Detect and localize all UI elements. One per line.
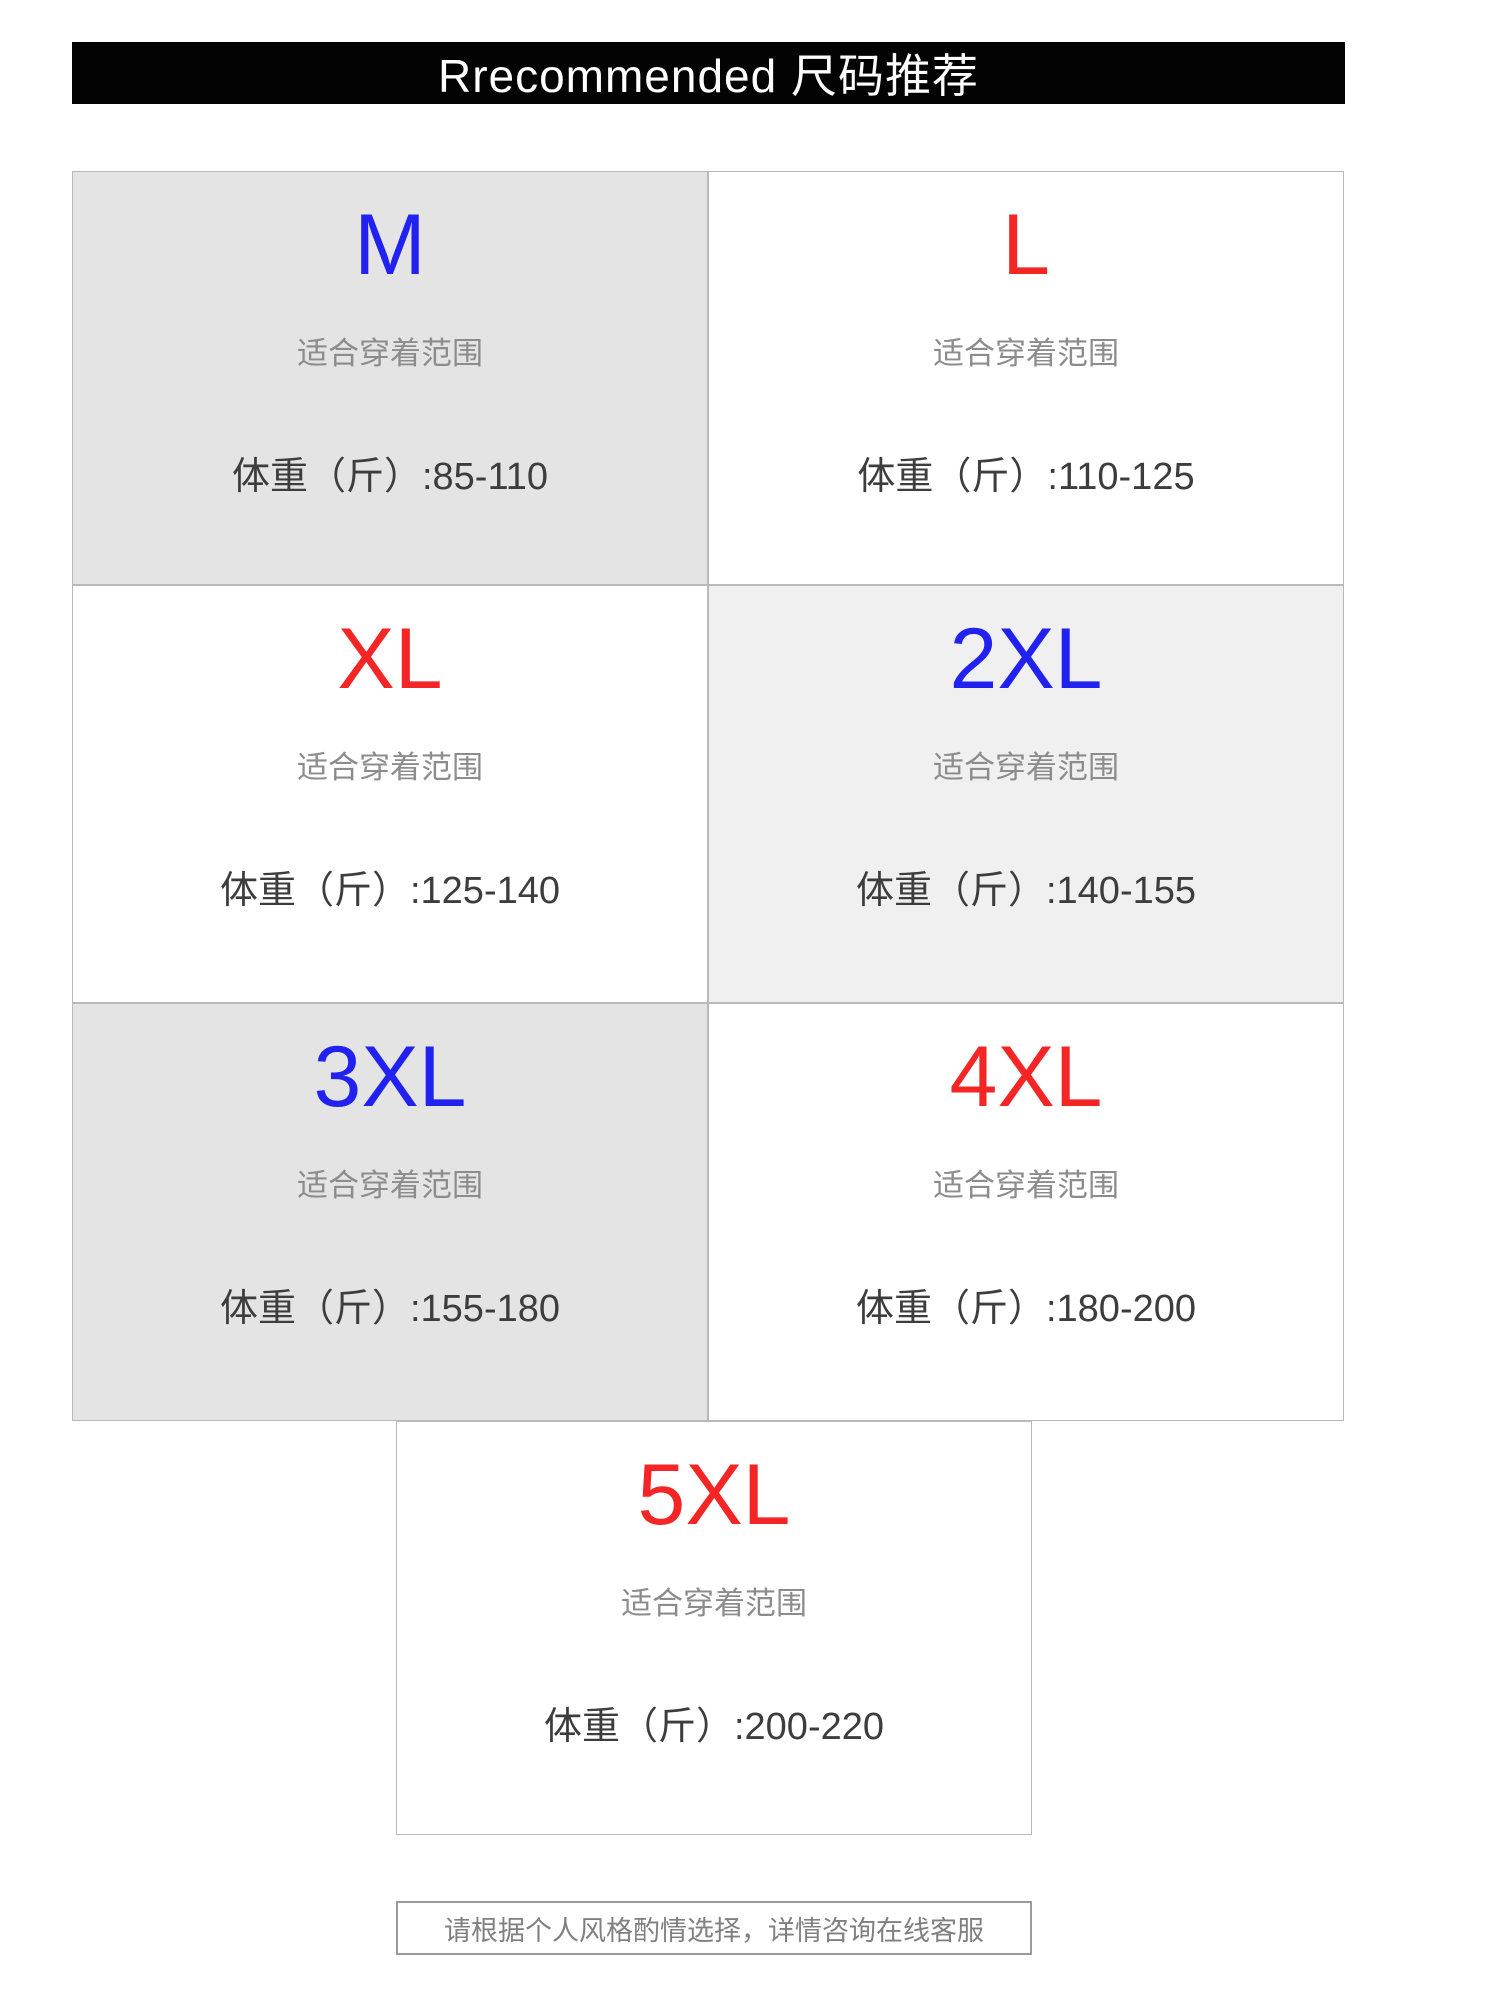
note-box: 请根据个人风格酌情选择，详情咨询在线客服 <box>396 1901 1032 1955</box>
size-grid-last-row: 5XL 适合穿着范围 体重（斤）:200-220 <box>72 1421 1344 1835</box>
size-label: 3XL <box>313 1029 467 1125</box>
fit-range-label: 适合穿着范围 <box>933 336 1119 371</box>
weight-range: 体重（斤）:125-140 <box>219 870 560 912</box>
size-grid: M 适合穿着范围 体重（斤）:85-110 L 适合穿着范围 体重（斤）:110… <box>72 171 1344 1421</box>
size-cell-4xl: 4XL 适合穿着范围 体重（斤）:180-200 <box>708 1003 1344 1421</box>
size-label: L <box>1002 197 1050 293</box>
size-label: 5XL <box>637 1447 791 1543</box>
header-bar: Rrecommended 尺码推荐 <box>72 42 1345 104</box>
size-cell-m: M 适合穿着范围 体重（斤）:85-110 <box>72 171 708 585</box>
size-cell-xl: XL 适合穿着范围 体重（斤）:125-140 <box>72 585 708 1003</box>
fit-range-label: 适合穿着范围 <box>933 750 1119 785</box>
weight-range: 体重（斤）:85-110 <box>231 456 549 498</box>
size-cell-5xl: 5XL 适合穿着范围 体重（斤）:200-220 <box>396 1421 1032 1835</box>
content-column: Rrecommended 尺码推荐 M 适合穿着范围 体重（斤）:85-110 … <box>72 42 1345 1955</box>
size-label: 4XL <box>949 1029 1103 1125</box>
size-cell-3xl: 3XL 适合穿着范围 体重（斤）:155-180 <box>72 1003 708 1421</box>
page-title: Rrecommended 尺码推荐 <box>437 50 980 102</box>
fit-range-label: 适合穿着范围 <box>933 1168 1119 1203</box>
weight-range: 体重（斤）:140-155 <box>855 870 1196 912</box>
weight-range: 体重（斤）:110-125 <box>857 456 1195 498</box>
size-cell-l: L 适合穿着范围 体重（斤）:110-125 <box>708 171 1344 585</box>
fit-range-label: 适合穿着范围 <box>297 336 483 371</box>
weight-range: 体重（斤）:180-200 <box>855 1288 1196 1330</box>
size-label: XL <box>337 611 443 707</box>
fit-range-label: 适合穿着范围 <box>297 750 483 785</box>
size-cell-2xl: 2XL 适合穿着范围 体重（斤）:140-155 <box>708 585 1344 1003</box>
size-label: M <box>354 197 426 293</box>
size-label: 2XL <box>949 611 1103 707</box>
note-text: 请根据个人风格酌情选择，详情咨询在线客服 <box>444 1915 984 1946</box>
weight-range: 体重（斤）:155-180 <box>219 1288 560 1330</box>
fit-range-label: 适合穿着范围 <box>297 1168 483 1203</box>
weight-range: 体重（斤）:200-220 <box>543 1706 884 1748</box>
fit-range-label: 适合穿着范围 <box>621 1586 807 1621</box>
